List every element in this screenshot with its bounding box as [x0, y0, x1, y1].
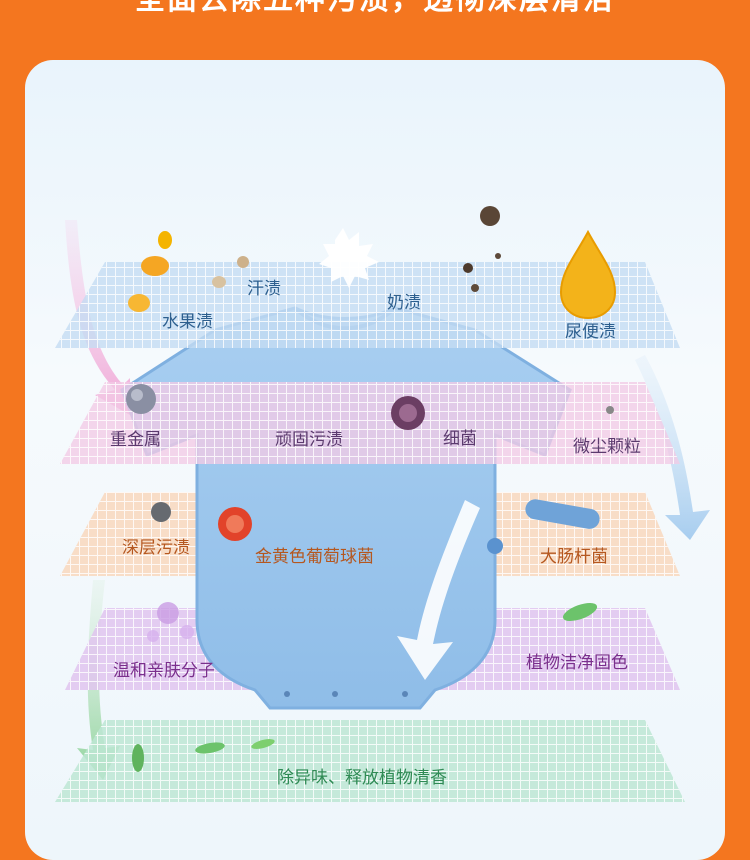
sweat-drop-icon: [212, 256, 249, 288]
headline: 全面去除五种污渍，透彻深层清洁: [0, 0, 750, 18]
label-stubborn-stain: 顽固污渍: [275, 430, 343, 450]
flow-arrow-white: [397, 500, 480, 680]
illustration-card: 水果渍 汗渍 奶渍 尿便渍 重金属 顽固污渍 细菌 微尘颗粒 深层污渍 金黄色葡…: [25, 60, 725, 860]
layer-5: [55, 720, 685, 802]
label-sweat-stain: 汗渍: [247, 279, 281, 299]
label-staph: 金黄色葡萄球菌: [255, 547, 374, 567]
label-heavy-metal: 重金属: [110, 430, 161, 450]
leaf-icon: [132, 602, 598, 772]
bacteria-icon: [391, 396, 425, 430]
dust-icon: [606, 406, 614, 414]
label-dust: 微尘颗粒: [573, 437, 641, 457]
label-urine-stain: 尿便渍: [565, 322, 616, 342]
deep-stain-icon: [151, 502, 171, 522]
heavy-metal-icon: [126, 384, 156, 414]
flow-arrow-pink: [65, 220, 130, 415]
label-gentle-molecule: 温和亲肤分子: [113, 661, 215, 681]
label-e-coli: 大肠杆菌: [540, 547, 608, 567]
label-bacteria: 细菌: [443, 429, 477, 449]
label-fruit-stain: 水果渍: [162, 312, 213, 332]
staph-bacteria-icon: [218, 507, 252, 541]
label-deodorize: 除异味、释放植物清香: [277, 768, 447, 788]
layers-illustration: [55, 206, 710, 802]
oil-drop-icon: [559, 229, 617, 320]
milk-splash-icon: [319, 228, 379, 288]
dirt-particles-icon: [463, 206, 501, 292]
layer-2: [60, 382, 680, 464]
fruit-icon: [128, 231, 172, 312]
layer-1: [55, 262, 680, 348]
label-milk-stain: 奶渍: [387, 293, 421, 313]
label-deep-stain: 深层污渍: [122, 538, 190, 558]
label-plant-color-fix: 植物洁净固色: [526, 653, 628, 673]
bubbles-icon: [147, 602, 194, 642]
e-coli-icon: [487, 499, 600, 554]
